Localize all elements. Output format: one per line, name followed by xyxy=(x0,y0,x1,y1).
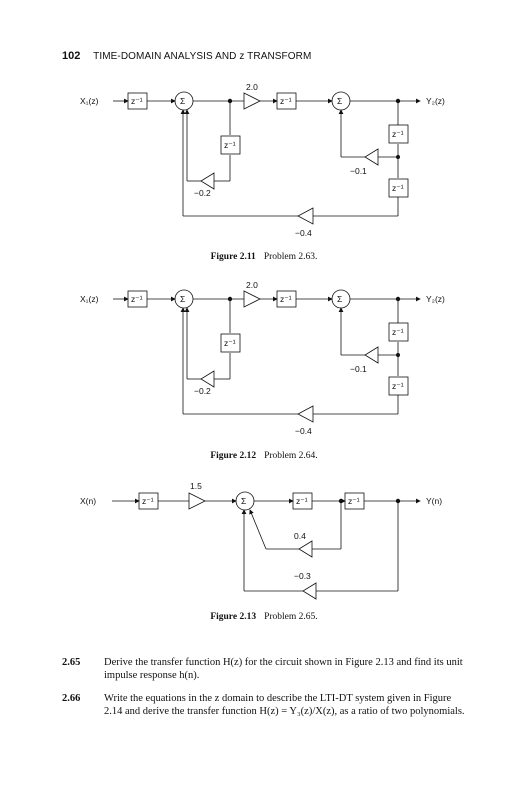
caption-2-11: Figure 2.11 Problem 2.63. xyxy=(0,252,528,262)
output-label: Y₂(z) xyxy=(426,96,445,106)
delay-label: z⁻¹ xyxy=(348,496,360,506)
gain-label-inner: −0.2 xyxy=(194,188,211,198)
gain-label-right: −0.1 xyxy=(350,364,367,374)
block-diagram-2-13: X(n) Y(n) z⁻¹ z⁻¹ z⁻¹ Σ 1.5 0.4 −0.3 xyxy=(80,481,442,600)
gain-label-outer: −0.4 xyxy=(295,228,312,238)
caption-label: Figure 2.12 xyxy=(210,451,257,461)
delay-label: z⁻¹ xyxy=(280,96,292,106)
summer-sigma: Σ xyxy=(241,496,246,506)
gain-label-inner: −0.2 xyxy=(194,386,211,396)
figure-2-12: X₁(z) Y₂(z) z⁻¹ z⁻¹ z⁻¹ z⁻¹ z⁻¹ Σ Σ 2.0 … xyxy=(0,278,528,448)
problem-number: 2.65 xyxy=(62,657,81,668)
block-diagram-2-11: X₁(z) Y₂(z) z⁻¹ z⁻¹ z⁻¹ z⁻¹ z⁻¹ Σ Σ 2.0 … xyxy=(80,82,445,238)
input-label: X(n) xyxy=(80,496,96,506)
output-label: Y₂(z) xyxy=(426,294,445,304)
problem-number: 2.66 xyxy=(62,693,81,704)
problem-2-65: 2.65 Derive the transfer function H(z) f… xyxy=(62,656,472,682)
page-number: 102 xyxy=(62,50,81,62)
page-header: 102 TIME-DOMAIN ANALYSIS AND z TRANSFORM xyxy=(62,50,311,62)
problem-text: Derive the transfer function H(z) for th… xyxy=(104,657,463,681)
summer-sigma: Σ xyxy=(337,294,342,304)
figure-2-11: X₁(z) Y₂(z) z⁻¹ z⁻¹ z⁻¹ z⁻¹ z⁻¹ Σ Σ 2.0 … xyxy=(0,80,528,250)
delay-label: z⁻¹ xyxy=(280,294,292,304)
input-label: X₁(z) xyxy=(80,96,99,106)
figure-2-13: X(n) Y(n) z⁻¹ z⁻¹ z⁻¹ Σ 1.5 0.4 −0.3 xyxy=(0,478,528,608)
delay-label: z⁻¹ xyxy=(392,381,404,391)
gain-label-forward: 2.0 xyxy=(246,82,258,92)
caption-2-12: Figure 2.12 Problem 2.64. xyxy=(0,451,528,461)
input-label: X₁(z) xyxy=(80,294,99,304)
gain-label-outer: −0.3 xyxy=(294,571,311,581)
delay-label: z⁻¹ xyxy=(131,96,143,106)
gain-label-outer: −0.4 xyxy=(295,426,312,436)
caption-2-13: Figure 2.13 Problem 2.65. xyxy=(0,612,528,622)
block-diagram-2-12: X₁(z) Y₂(z) z⁻¹ z⁻¹ z⁻¹ z⁻¹ z⁻¹ Σ Σ 2.0 … xyxy=(80,280,445,436)
delay-label: z⁻¹ xyxy=(392,327,404,337)
gain-label-right: −0.1 xyxy=(350,166,367,176)
running-title: TIME-DOMAIN ANALYSIS AND z TRANSFORM xyxy=(93,51,312,62)
caption-text: Problem 2.64. xyxy=(264,451,318,461)
summer-sigma: Σ xyxy=(337,96,342,106)
summer-sigma: Σ xyxy=(180,96,185,106)
delay-label: z⁻¹ xyxy=(392,183,404,193)
gain-label-inner: 0.4 xyxy=(294,531,306,541)
delay-label: z⁻¹ xyxy=(224,140,236,150)
gain-label-forward: 2.0 xyxy=(246,280,258,290)
caption-text: Problem 2.65. xyxy=(264,612,318,622)
delay-label: z⁻¹ xyxy=(224,338,236,348)
delay-label: z⁻¹ xyxy=(142,496,154,506)
delay-label: z⁻¹ xyxy=(131,294,143,304)
delay-label: z⁻¹ xyxy=(296,496,308,506)
delay-label: z⁻¹ xyxy=(392,129,404,139)
caption-label: Figure 2.13 xyxy=(210,612,257,622)
problem-2-66: 2.66 Write the equations in the z domain… xyxy=(62,692,472,718)
caption-label: Figure 2.11 xyxy=(210,252,256,262)
output-label: Y(n) xyxy=(426,496,442,506)
summer-sigma: Σ xyxy=(180,294,185,304)
caption-text: Problem 2.63. xyxy=(263,252,318,262)
gain-label-forward: 1.5 xyxy=(190,481,202,491)
problem-text: Write the equations in the z domain to d… xyxy=(104,693,465,717)
